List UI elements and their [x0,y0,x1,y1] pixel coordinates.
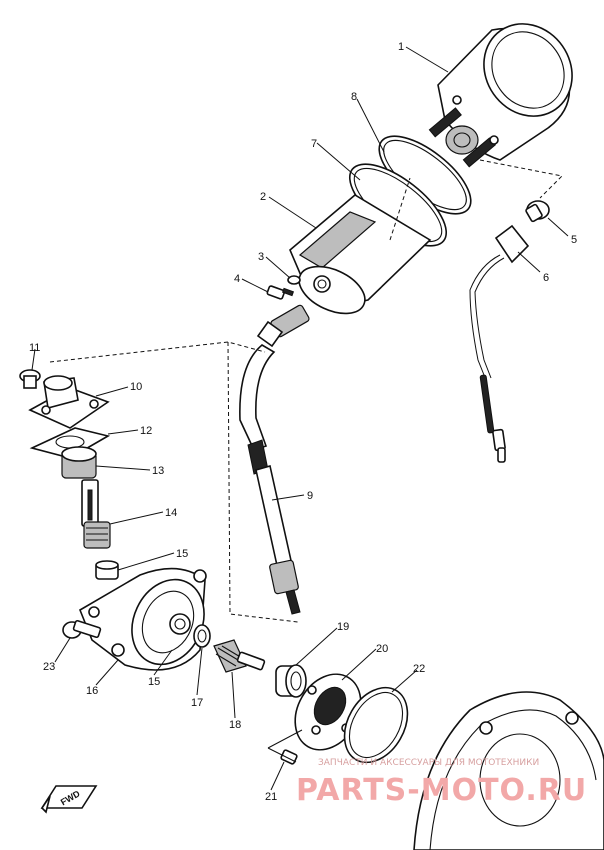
part-label-10: 10 [130,381,142,393]
part-label-19: 19 [337,621,349,633]
case-screw [266,285,295,300]
case-washer [287,275,301,285]
meter-cable [239,304,310,615]
part-number-labels: 1 8 7 2 3 4 5 6 9 10 11 12 13 14 15 15 1… [29,41,577,803]
plate-screw [280,749,298,765]
part-label-16: 16 [86,685,98,697]
housing-bolt [62,619,102,639]
part-label-20: 20 [376,643,388,655]
leader-lines [31,46,569,791]
cover-o-ring [343,686,409,764]
part-label-1: 1 [398,41,404,53]
part-label-11: 11 [29,342,40,354]
bushing [61,446,97,479]
forward-direction-marker: FWD [40,785,98,814]
lamp-bulb [525,200,550,223]
meter-housing [428,23,573,168]
part-label-15-upper: 15 [176,548,188,560]
part-label-21: 21 [265,791,277,803]
part-label-13: 13 [152,465,164,477]
engine-case-fragment [413,691,604,850]
lamp-socket-cord [469,224,530,463]
part-label-4: 4 [234,273,240,285]
gear-washer [193,624,211,648]
part-label-3: 3 [258,251,264,263]
part-label-18: 18 [229,719,241,731]
part-label-17: 17 [191,697,203,709]
meter-case [289,194,432,315]
oil-seal [275,664,307,698]
part-label-14: 14 [165,507,177,519]
watermark-caption: ЗАПЧАСТИ И АКСЕССУАРЫ ДЛЯ МОТОТЕХНИКИ [318,758,539,768]
part-label-7: 7 [311,138,317,150]
shaft-washer [95,560,119,580]
drive-gear-shaft [81,479,111,549]
part-label-5: 5 [571,234,577,246]
part-label-2: 2 [260,191,266,203]
assembly-lines [49,159,564,623]
part-label-6: 6 [543,272,549,284]
part-label-15-lower: 15 [148,676,160,688]
gear-housing [79,567,207,671]
worm-gear [213,639,266,673]
flange-bolt [19,369,41,389]
part-label-9: 9 [307,490,313,502]
site-watermark: ЗАПЧАСТИ И АКСЕССУАРЫ ДЛЯ МОТОТЕХНИКИ PA… [296,758,587,808]
cable-flange [28,375,110,429]
part-label-22: 22 [413,663,425,675]
part-label-12: 12 [140,425,152,437]
part-label-23: 23 [43,661,55,673]
flange-gasket [29,427,111,459]
watermark-brand: PARTS-MOTO.RU [296,773,587,808]
part-label-8: 8 [351,91,357,103]
